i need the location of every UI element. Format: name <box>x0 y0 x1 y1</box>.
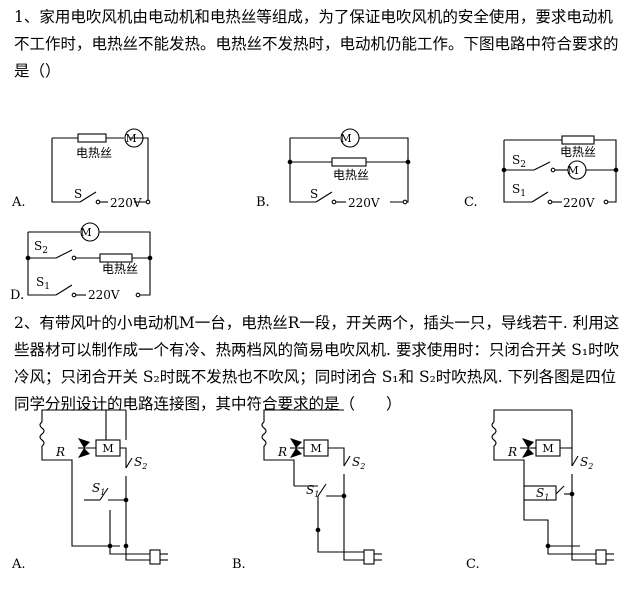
option-c-label: C. <box>464 195 478 210</box>
option-b-label: B. <box>256 195 270 210</box>
switch-label: S <box>310 187 318 201</box>
voltage-label: 220V <box>348 196 380 210</box>
heater-label: 电热丝 <box>333 168 369 182</box>
circuit-b <box>261 409 382 565</box>
switch-s2 <box>125 457 133 469</box>
switch-s1-label: S1 <box>512 182 526 199</box>
switch-s2-label: S2 <box>512 153 526 170</box>
switch-s2-label: S2 <box>134 455 147 471</box>
switch-label: S <box>74 187 82 201</box>
circuit-b <box>287 128 411 205</box>
resistor-label: R <box>277 445 287 459</box>
option-c-label: C. <box>466 557 480 572</box>
resistor-coil <box>261 421 267 447</box>
motor-label: M <box>102 442 113 455</box>
switch-s2-label: S2 <box>352 455 365 471</box>
motor-label: M <box>340 132 351 145</box>
switch <box>315 191 333 203</box>
heater-label: 电热丝 <box>560 145 596 159</box>
motor-label: M <box>80 226 91 239</box>
resistor-label: R <box>55 445 65 459</box>
switch-s2 <box>343 455 351 467</box>
heater-label: 电热丝 <box>102 262 138 276</box>
switch-s1-label: S1 <box>536 486 549 502</box>
switch-s1 <box>55 284 73 296</box>
circuit-a <box>51 128 151 205</box>
question-2-text: 2、有带风叶的小电动机M一台，电热丝R一段，开关两个，插头一只，导线若干. 利用… <box>14 314 620 413</box>
plug <box>149 549 161 565</box>
motor-label: M <box>542 442 553 455</box>
motor-label: M <box>125 132 136 145</box>
circuit-a <box>39 409 168 565</box>
switch-s2 <box>571 455 579 467</box>
circuit-d <box>25 222 153 298</box>
switch-s1 <box>99 487 109 501</box>
motor-symbol <box>124 128 144 148</box>
switch-s1 <box>317 483 327 497</box>
switch-s1-label: S1 <box>36 275 50 292</box>
option-d-label: D. <box>10 288 24 303</box>
question-1-text: 1、家用电吹风机由电动机和电热丝等组成，为了保证电吹风机的安全使用，要求电动机不… <box>14 8 619 80</box>
circuit-c <box>501 135 619 205</box>
resistor-coil <box>491 421 497 447</box>
resistor-coil <box>39 421 45 447</box>
voltage-label: 220V <box>88 288 120 302</box>
plug <box>363 549 375 565</box>
switch-s2 <box>55 249 73 259</box>
switch-s1-label: S1 <box>92 481 105 497</box>
circuit-c <box>491 409 614 565</box>
switch <box>79 191 97 203</box>
option-b-label: B. <box>232 557 246 572</box>
switch-s1-box <box>523 485 557 501</box>
voltage-label: 220V <box>563 196 595 210</box>
switch-s2-label: S2 <box>580 455 593 471</box>
resistor-label: R <box>507 445 517 459</box>
option-a-label: A. <box>11 195 26 210</box>
switch-s1 <box>531 191 549 203</box>
option-a-label: A. <box>11 557 26 572</box>
heater-label: 电热丝 <box>76 146 112 160</box>
voltage-label: 220V <box>110 196 142 210</box>
switch-s1-label: S1 <box>306 483 319 499</box>
switch-s2-label: S2 <box>34 239 48 256</box>
switch-s2 <box>533 161 551 171</box>
motor-label: M <box>567 164 578 177</box>
plug <box>595 549 607 565</box>
motor-label: M <box>310 442 321 455</box>
switch-s1 <box>555 485 565 495</box>
